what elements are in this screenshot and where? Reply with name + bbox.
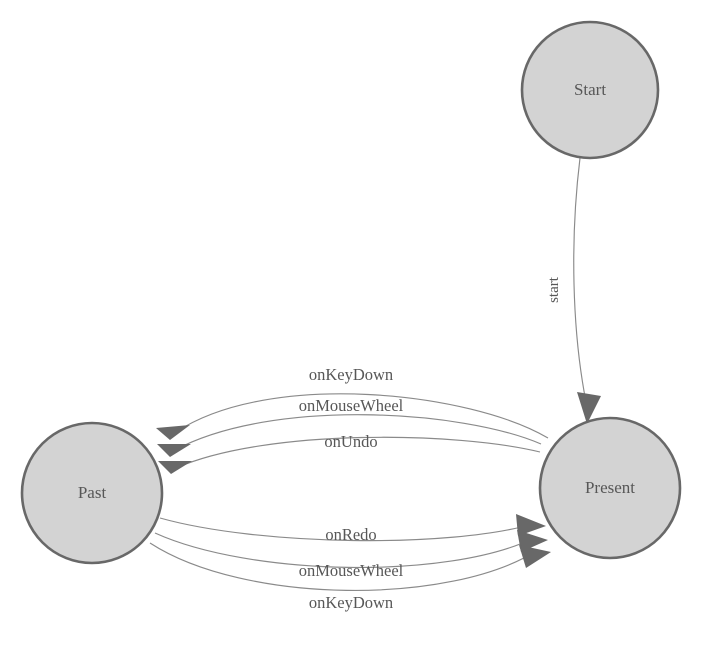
edge-label-past-present-onredo: onRedo: [325, 525, 376, 544]
arrowhead-present-past-onmousewheel: [157, 444, 191, 457]
node-past[interactable]: Past: [20, 421, 164, 565]
edge-label-past-present-onkeydown: onKeyDown: [309, 593, 393, 612]
arrowhead-start-present: [577, 392, 601, 424]
edge-path-present-past-onkeydown: [175, 393, 549, 439]
edge-label-present-past-onkeydown: onKeyDown: [309, 365, 393, 384]
node-present-circle: [538, 416, 682, 560]
edge-present-to-past-onkeydown[interactable]: onKeyDown: [156, 365, 549, 440]
edge-label-start: start: [546, 276, 562, 303]
edge-path-present-past-onundo: [175, 436, 541, 469]
node-start-label: Start: [574, 80, 606, 99]
node-start[interactable]: Start: [520, 20, 660, 160]
edge-present-to-past-onundo[interactable]: onUndo: [158, 432, 541, 474]
edge-start-to-present[interactable]: start: [546, 157, 601, 424]
edge-label-present-past-onundo: onUndo: [324, 432, 377, 451]
node-present-label: Present: [585, 478, 635, 497]
edge-path-past-present-onredo: [159, 517, 534, 542]
arrowhead-present-past-onundo: [158, 461, 192, 474]
arrowhead-present-past-onkeydown: [156, 425, 190, 440]
edge-path-start-present: [573, 157, 587, 403]
edge-path-past-present-onmousewheel: [154, 532, 535, 568]
edge-present-to-past-onmousewheel[interactable]: onMouseWheel: [157, 396, 542, 457]
edge-path-present-past-onmousewheel: [174, 414, 542, 451]
node-present[interactable]: Present: [538, 416, 682, 560]
edge-label-past-present-onmousewheel: onMouseWheel: [299, 561, 404, 580]
node-start-circle: [520, 20, 660, 160]
edge-past-to-present-onredo[interactable]: onRedo: [159, 514, 546, 544]
arrowhead-past-present-onredo: [516, 514, 546, 536]
edge-past-to-present-onkeydown[interactable]: onKeyDown: [149, 542, 551, 612]
edge-label-present-past-onmousewheel: onMouseWheel: [299, 396, 404, 415]
node-past-label: Past: [78, 483, 107, 502]
arrowhead-past-present-onkeydown: [519, 545, 551, 568]
edge-path-past-present-onkeydown: [149, 542, 539, 592]
node-past-circle: [20, 421, 164, 565]
